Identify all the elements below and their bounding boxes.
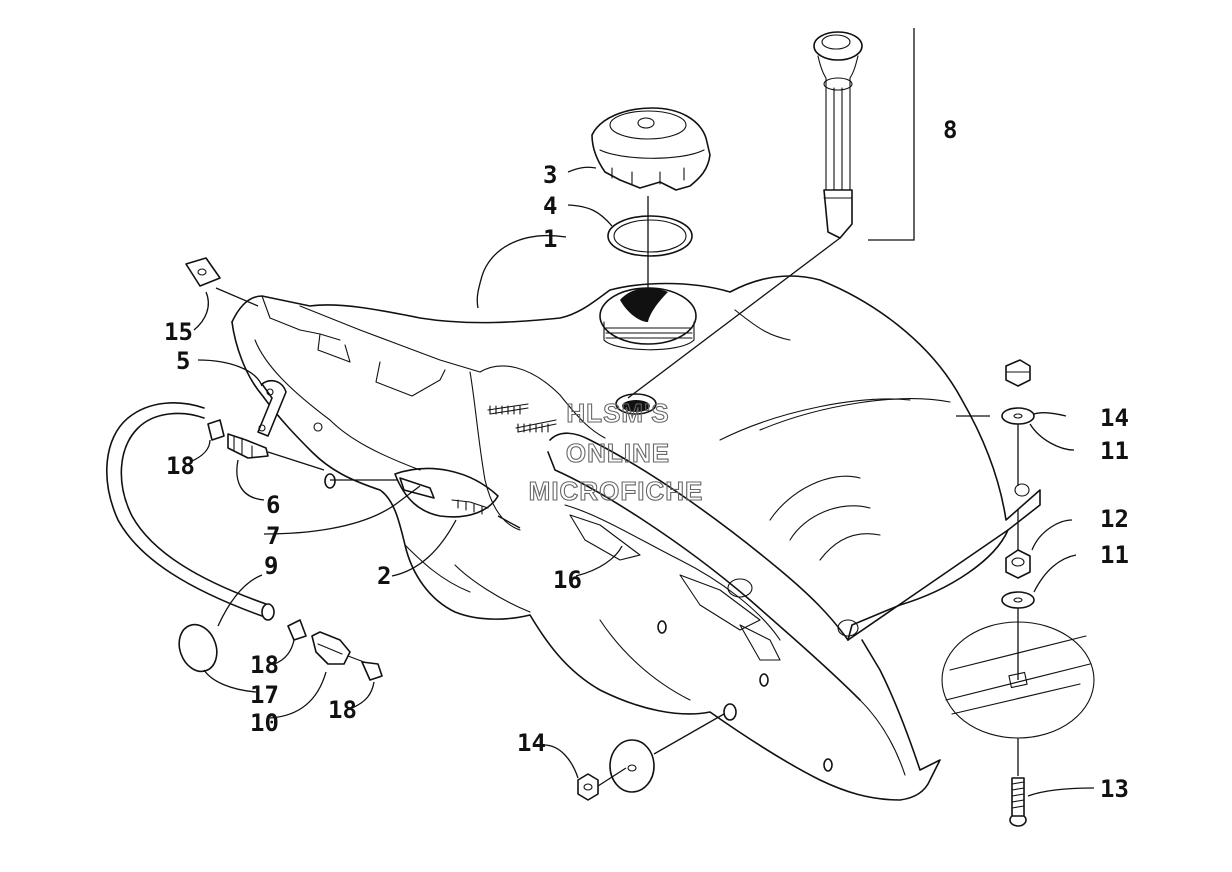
callout-labels: 1 2 3 4 5 6 7 8 9 10 11 11 12 13 14 14 1… [164, 116, 1129, 803]
callout-6: 6 [266, 491, 280, 519]
callout-9: 9 [264, 552, 278, 580]
clamp-18-lower [361, 661, 383, 681]
bottom-hardware [577, 713, 725, 801]
callout-17: 17 [250, 681, 279, 709]
fuel-filter-10 [311, 631, 365, 665]
callout-11-upper: 11 [1100, 437, 1129, 465]
bracket-5 [257, 379, 287, 437]
fuel-level-sender [813, 31, 863, 239]
callout-3: 3 [543, 161, 557, 189]
clamp-18-upper [207, 419, 225, 441]
callout-8: 8 [943, 116, 957, 144]
callout-18-upper: 18 [166, 452, 195, 480]
callout-13: 13 [1100, 775, 1129, 803]
leader-lines [189, 166, 1095, 797]
callout-14-bottom: 14 [517, 729, 546, 757]
watermark: HLSM'S ONLINE MICROFICHE [528, 397, 704, 506]
callout-18-mid: 18 [250, 651, 279, 679]
callout-7: 7 [266, 522, 280, 550]
sender-port-hole [622, 400, 650, 412]
cap-gasket [607, 215, 693, 257]
fuel-tank-body [231, 275, 1041, 801]
callout-2: 2 [377, 562, 391, 590]
watermark-line-1: HLSM'S [566, 398, 669, 428]
callout-5: 5 [176, 347, 190, 375]
fuel-cap [591, 107, 711, 191]
callout-16: 16 [553, 566, 582, 594]
fitting-6 [227, 433, 325, 471]
callout-4: 4 [543, 192, 557, 220]
watermark-line-3: MICROFICHE [529, 476, 704, 506]
hose-7-assembly [330, 467, 499, 518]
fuel-hose-inner [120, 412, 267, 605]
callout-14-right: 14 [1100, 404, 1129, 432]
clamp-18-mid [287, 619, 307, 641]
mount-hardware [941, 359, 1095, 827]
clip-15 [185, 257, 259, 307]
callout-11-lower: 11 [1100, 541, 1129, 569]
callout-10: 10 [250, 709, 279, 737]
sender-leader [627, 237, 841, 399]
callout-12: 12 [1100, 505, 1129, 533]
filler-neck [599, 287, 697, 351]
callout-15: 15 [164, 318, 193, 346]
fuel-hose-outer [106, 402, 263, 617]
bracket-8 [868, 28, 915, 241]
clamp-17 [178, 623, 218, 673]
watermark-line-2: ONLINE [566, 438, 670, 468]
callout-1: 1 [543, 225, 557, 253]
callout-18-lower: 18 [328, 696, 357, 724]
